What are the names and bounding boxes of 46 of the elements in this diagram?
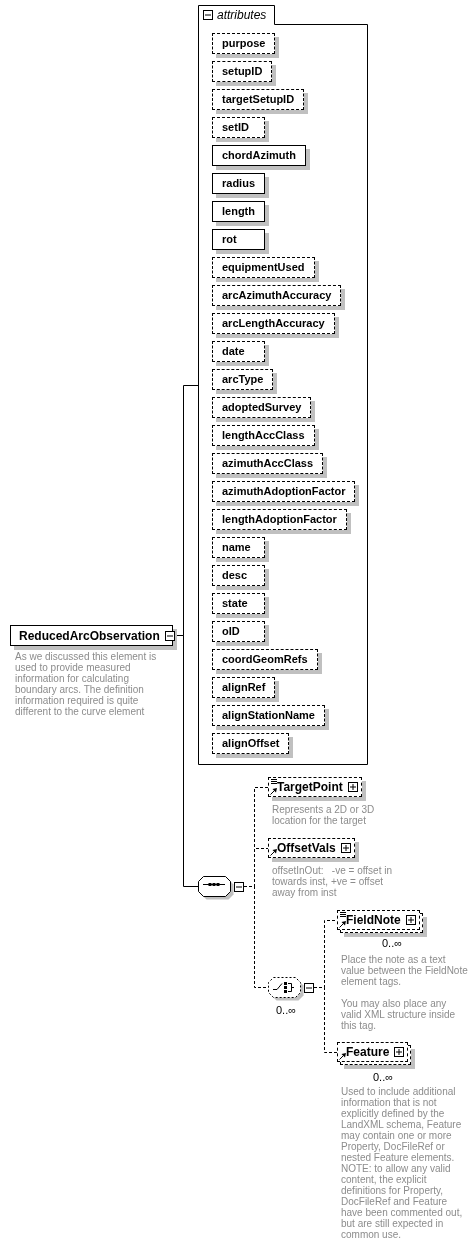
- attribute-name: arcLengthAccuracy: [222, 317, 325, 330]
- attribute-name: alignRef: [222, 681, 266, 694]
- cardinality-label: 0..∞: [373, 1071, 394, 1083]
- attribute-name: chordAzimuth: [222, 149, 296, 162]
- attribute-group: [198, 5, 368, 765]
- attribute-name: azimuthAccClass: [222, 457, 314, 470]
- connector-line: [243, 886, 269, 988]
- attribute-name: length: [222, 205, 255, 218]
- element-name: ReducedArcObservation: [19, 628, 160, 643]
- attribute-name: rot: [222, 233, 237, 246]
- attribute-name: purpose: [222, 37, 266, 50]
- description-text: offsetInOut: -ve = offset in towards inst, +ve = offset away from inst: [272, 865, 393, 898]
- connector-line: [313, 987, 338, 1053]
- attribute-name: arcAzimuthAccuracy: [222, 289, 332, 302]
- attribute-name: state: [222, 597, 248, 610]
- attribute-name: adoptedSurvey: [222, 401, 302, 414]
- element-name: TargetPoint: [277, 780, 343, 794]
- attribute-name: targetSetupID: [222, 93, 295, 106]
- attribute-name: alignOffset: [222, 737, 280, 750]
- group-title: attributes: [217, 8, 267, 22]
- description-text: Represents a 2D or 3D location for the target: [272, 804, 376, 826]
- element-name: OffsetVals: [277, 841, 336, 855]
- element-name: FieldNote: [346, 913, 401, 927]
- element-name: Feature: [346, 1045, 390, 1059]
- attribute-name: desc: [222, 569, 248, 582]
- description-text: Used to include additional information that is not explicitly defined by the LandXML schema, Feature may contain one or more Property, DocFileRef or nested Feature elements. NOTE: to allow any valid content, the explicit definitions for Property, DocFileRef and Feature have been commented out, but are still expected in common use.: [341, 1086, 464, 1240]
- cardinality-label: 0..∞: [382, 937, 403, 949]
- attribute-name: name: [222, 541, 251, 554]
- attribute-name: equipmentUsed: [222, 261, 305, 274]
- attribute-name: setID: [222, 121, 249, 134]
- sequence-compositor: [198, 876, 244, 901]
- attribute-name: arcType: [222, 373, 264, 386]
- attribute-name: oID: [222, 625, 240, 638]
- description-text: You may also place any valid XML structure inside this tag.: [341, 998, 457, 1031]
- cardinality-label: 0..∞: [276, 1004, 297, 1016]
- attribute-name: lengthAccClass: [222, 429, 305, 442]
- attribute-name: azimuthAdoptionFactor: [222, 485, 346, 498]
- attribute-name: date: [222, 345, 245, 358]
- description-text: Place the note as a text value between the FieldNote element tags.: [341, 954, 469, 987]
- attribute-name: lengthAdoptionFactor: [222, 513, 337, 526]
- attribute-name: coordGeomRefs: [222, 653, 308, 666]
- attribute-name: radius: [222, 177, 255, 190]
- attribute-name: setupID: [222, 65, 263, 78]
- choice-compositor: [268, 977, 314, 1002]
- attribute-name: alignStationName: [222, 709, 315, 722]
- description-text: As we discussed this element is used to provide measured information for calculating boundary arcs. The definition information required is quite different to the curve element: [15, 651, 158, 717]
